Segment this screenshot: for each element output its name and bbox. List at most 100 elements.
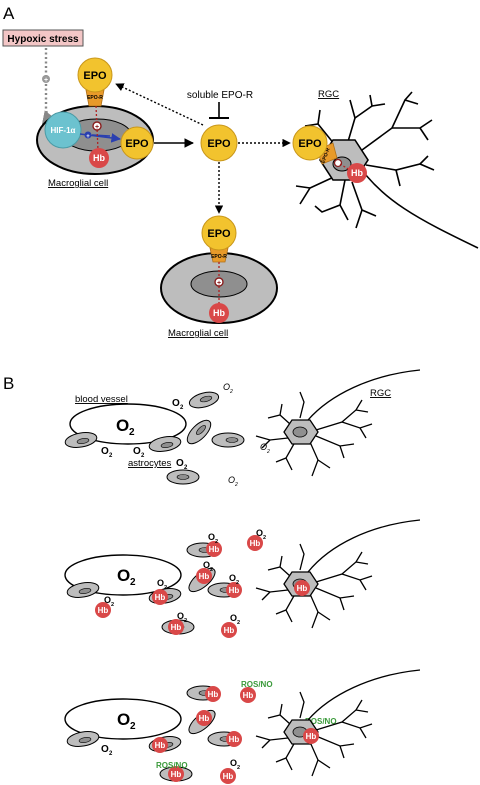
svg-text:Hb: Hb [199,572,210,581]
hif-to-hb-line [91,134,111,137]
rgc-neuron-b3 [255,669,421,777]
blood-vessel-label: blood vessel [75,394,128,405]
svg-text:2: 2 [111,602,114,608]
hb-marker: Hb [226,731,242,747]
svg-text:2: 2 [236,580,239,586]
stress-to-hif-path [41,48,58,125]
hb-marker: Hb [294,580,310,596]
svg-text:O: O [230,758,237,768]
astrocyte [188,391,220,409]
epo-r-label-2: EPO-R [321,147,332,164]
hb-cell1-label: Hb [93,153,105,163]
svg-text:Hb: Hb [229,735,240,744]
panel-a-label: A [3,4,15,23]
svg-text:O: O [230,613,237,623]
svg-text:2: 2 [164,585,167,591]
svg-text:2: 2 [109,751,113,757]
epo-top-label: EPO [83,70,107,82]
svg-text:2: 2 [234,482,238,488]
svg-text:O: O [133,446,141,457]
svg-text:2: 2 [237,765,240,771]
hb-marker: Hb [221,622,237,638]
svg-text:O: O [203,560,210,570]
central-epo: EPO [200,124,238,162]
hb-marker: Hb [196,568,212,584]
svg-text:O: O [101,446,109,457]
svg-text:Hb: Hb [199,714,210,723]
macroglial-cell-2-label: Macroglial cell [168,328,228,339]
blood-vessel-1 [69,403,187,445]
svg-text:Hb: Hb [223,772,234,781]
receptor-plus-icon-1: + [92,121,102,131]
hb-cell2-label: Hb [213,308,225,318]
svg-text:Hb: Hb [98,606,109,615]
astrocyte [166,469,200,485]
svg-text:O: O [104,595,111,605]
svg-text:2: 2 [229,389,233,395]
svg-text:+: + [95,124,99,131]
svg-text:+: + [86,134,90,140]
svg-text:O: O [229,573,236,583]
svg-text:Hb: Hb [229,586,240,595]
panel-b-label: B [3,374,14,393]
svg-text:O: O [117,710,130,729]
hb-cell1: Hb [89,148,109,168]
vessel-o2-3: O 2 [117,710,136,732]
svg-text:+: + [217,280,221,287]
epo-r-label-1: EPO-R [87,95,103,101]
svg-text:2: 2 [130,577,136,588]
hb-cell2: Hb [209,303,229,323]
svg-text:O: O [101,744,109,755]
astrocytes-label: astrocytes [128,458,172,469]
svg-text:2: 2 [109,453,113,459]
blood-vessel-3 [64,698,182,740]
svg-text:Hb: Hb [243,691,254,700]
epo-r-label-3: EPO-R [211,254,227,260]
svg-text:O: O [176,458,184,469]
rgc-epo-label: EPO [298,138,322,150]
hb-marker: Hb [220,768,236,784]
rgc-epo: EPO [292,125,328,161]
svg-text:O: O [208,532,215,542]
svg-text:Hb: Hb [171,623,182,632]
svg-text:O: O [116,416,129,435]
ros-no-label: ROS/NO [156,761,188,770]
hb-marker: Hb [196,710,212,726]
svg-text:2: 2 [266,449,270,455]
svg-text:Hb: Hb [209,545,220,554]
inhibition-bar [209,102,229,119]
svg-text:O: O [177,611,184,621]
hb-marker: Hb [205,686,221,702]
astrocyte [64,432,98,448]
svg-text:O: O [172,398,180,409]
rgc-label-b: RGC [370,388,391,399]
epo-receptor-top: EPO-R EPO [77,57,113,107]
svg-text:Hb: Hb [306,732,317,741]
svg-text:+: + [44,77,48,84]
rgc-neuron-b1 [255,369,421,477]
soluble-epo-r-label: soluble EPO-R [187,90,253,101]
svg-text:Hb: Hb [208,690,219,699]
svg-text:Hb: Hb [250,539,261,548]
svg-text:O: O [223,382,230,392]
ros-no-label: ROS/NO [305,717,337,726]
svg-text:Hb: Hb [224,626,235,635]
svg-text:2: 2 [184,618,187,624]
rgc-plus-icon [333,158,343,168]
svg-text:2: 2 [263,535,266,541]
receptor-to-hb-1 [95,105,99,151]
